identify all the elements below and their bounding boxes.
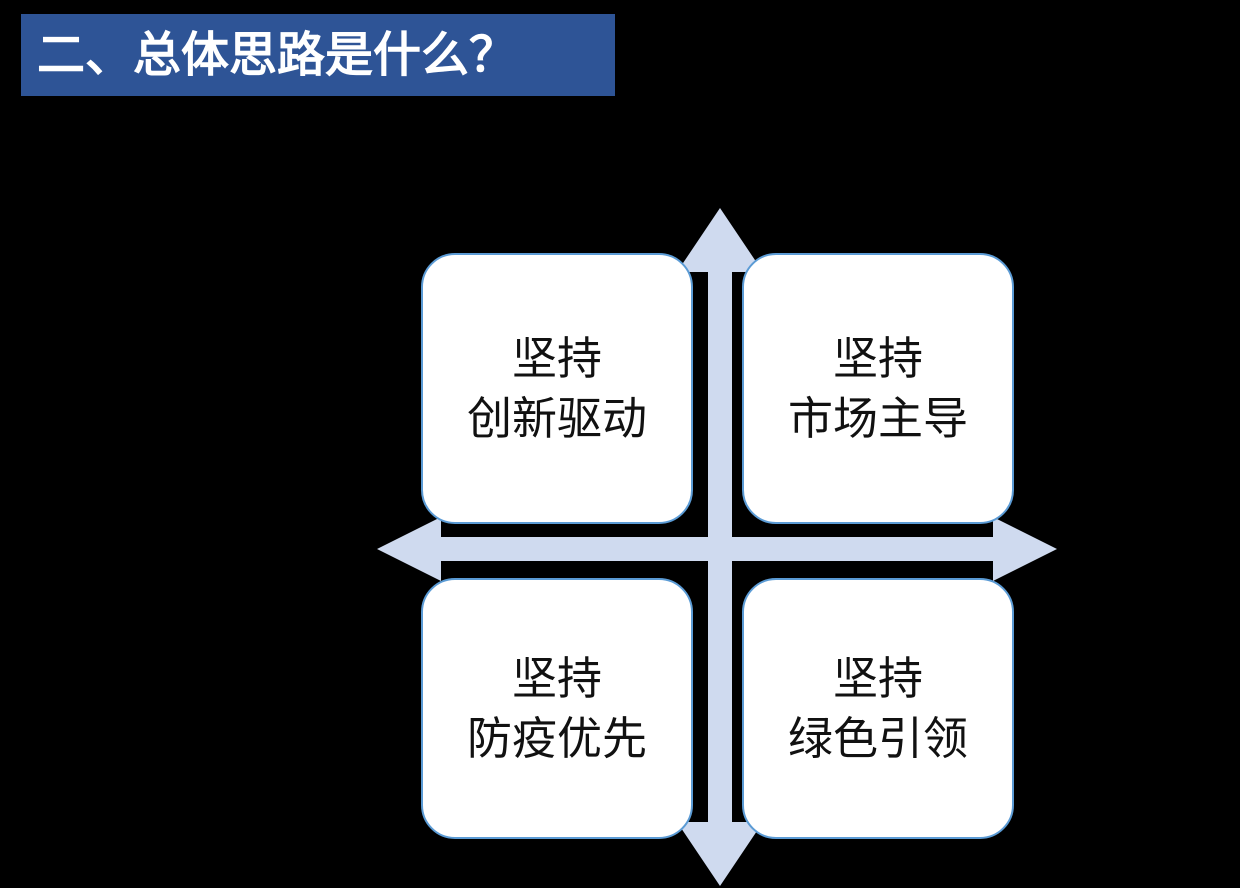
quadrant-box-bottom-left[interactable]: 坚持 防疫优先 xyxy=(421,578,693,839)
page-title: 二、总体思路是什么？ xyxy=(37,27,518,83)
quadrant-bottom-left-line2: 防疫优先 xyxy=(466,711,647,765)
quadrant-top-right-line2: 市场主导 xyxy=(787,391,968,445)
quadrant-box-bottom-right[interactable]: 坚持 绿色引领 xyxy=(742,578,1014,839)
quadrant-top-left-line2: 创新驱动 xyxy=(466,391,647,445)
quadrant-top-right-line1: 坚持 xyxy=(832,332,923,386)
arrow-left-icon xyxy=(377,517,720,581)
arrow-right-icon xyxy=(720,517,1057,581)
quadrant-top-left-line1: 坚持 xyxy=(511,332,602,386)
quadrant-box-top-right[interactable]: 坚持 市场主导 xyxy=(742,253,1014,524)
quadrant-bottom-right-line2: 绿色引领 xyxy=(787,711,968,765)
quadrant-box-top-left[interactable]: 坚持 创新驱动 xyxy=(421,253,693,524)
quadrant-bottom-right-line1: 坚持 xyxy=(832,652,923,706)
title-banner: 二、总体思路是什么？ xyxy=(21,14,615,96)
quadrant-bottom-left-line1: 坚持 xyxy=(511,652,602,706)
